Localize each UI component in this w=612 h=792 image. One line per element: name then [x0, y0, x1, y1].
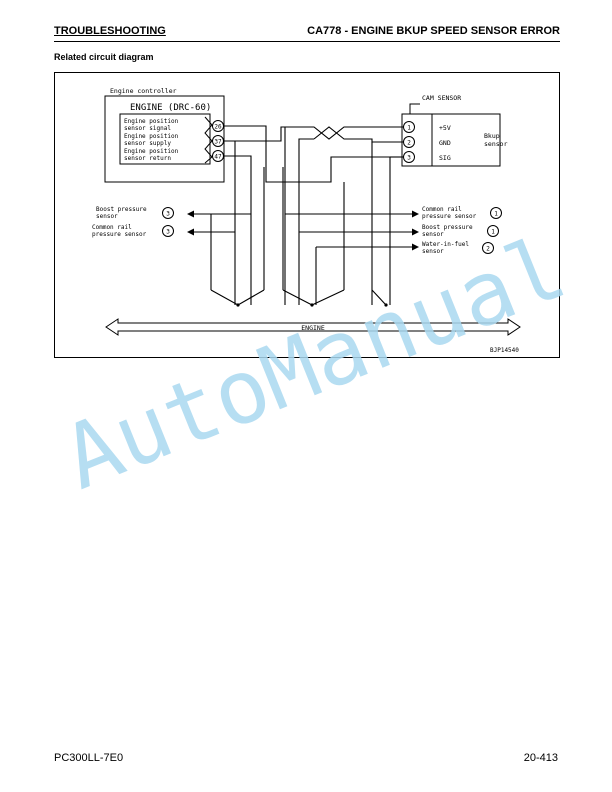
wiring [209, 125, 409, 306]
right-branch-2-number: 1 [491, 229, 495, 236]
footer-model: PC300LL-7E0 [54, 752, 124, 764]
pin-26-number: 26 [214, 124, 222, 131]
left-branch-1-marker [162, 207, 174, 219]
pin-26-label-2: sensor signal [124, 125, 171, 132]
right-branch-2-marker [487, 225, 499, 237]
right-branch-3-number: 2 [486, 246, 490, 253]
right-branch-3-label-1: Water-in-fuel [422, 241, 469, 248]
cam-sensor-label: CAM SENSOR [422, 94, 461, 102]
pin-47-number: 47 [214, 154, 222, 161]
footer-page-number: 20-413 [523, 752, 558, 764]
right-branch-3-marker [482, 242, 494, 254]
left-branch-2-marker [162, 225, 174, 237]
sensor-pin-2-number: 2 [407, 140, 411, 147]
pin-37-number: 37 [214, 139, 222, 146]
right-branch-1-marker [490, 207, 502, 219]
right-branch-1-number: 1 [494, 211, 498, 218]
right-branch-3-label-2: sensor [422, 248, 444, 255]
pin-37-marker [212, 135, 224, 147]
controller-box [104, 95, 225, 183]
diagram-frame [54, 72, 560, 358]
left-branch-2-label-2: pressure sensor [92, 231, 147, 238]
sensor-pin-2-marker [403, 136, 415, 148]
left-branch-2-label-1: Common rail [92, 224, 132, 231]
pin-47-marker [212, 150, 224, 162]
right-branch-1-label-1: Common rail [422, 206, 462, 213]
right-branch-1-label-2: pressure sensor [422, 213, 477, 220]
pin-37-label-2: sensor supply [124, 140, 171, 147]
controller-label: Engine controller [110, 87, 177, 95]
sensor-pin-1-number: 1 [407, 125, 411, 132]
page-title: CA778 - ENGINE BKUP SPEED SENSOR ERROR [307, 25, 560, 37]
engine-label: ENGINE [301, 324, 325, 332]
sensor-pin-1-label: +5V [439, 124, 451, 132]
pin-47-label-1: Engine position [124, 148, 179, 155]
sensor-pin-3-marker [403, 151, 415, 163]
left-branch-1-label-2: sensor [96, 213, 118, 220]
controller-name: ENGINE (DRC-60) [130, 103, 211, 113]
sensor-pin-3-number: 3 [407, 155, 411, 162]
pin-26-marker [212, 120, 224, 132]
circuit-diagram: Engine controller ENGINE (DRC-60) Engine… [54, 72, 560, 358]
figure-id: BJP14540 [490, 347, 519, 354]
left-branch-1-label-1: Boost pressure [96, 206, 147, 213]
sensor-box [401, 113, 501, 167]
right-branch-2-label-2: sensor [422, 231, 444, 238]
bkup-sensor-label-1: Bkup [484, 132, 500, 140]
left-branch-2-number: 3 [166, 229, 170, 236]
sensor-pin-3-label: SIG [439, 154, 451, 162]
diagram-subtitle: Related circuit diagram [54, 52, 154, 62]
sensor-pin-2-label: GND [439, 139, 451, 147]
pin-47-label-2: sensor return [124, 155, 171, 162]
page-header: TROUBLESHOOTING CA778 - ENGINE BKUP SPEE… [54, 25, 560, 42]
left-branch-1-number: 3 [166, 211, 170, 218]
engine-boundary-arrow [105, 318, 521, 336]
pin-26-label-1: Engine position [124, 118, 179, 125]
section-title: TROUBLESHOOTING [54, 25, 166, 37]
bkup-sensor-label-2: sensor [484, 140, 508, 148]
pin-37-label-1: Engine position [124, 133, 179, 140]
right-branch-2-label-1: Boost pressure [422, 224, 473, 231]
sensor-pin-1-marker [403, 121, 415, 133]
